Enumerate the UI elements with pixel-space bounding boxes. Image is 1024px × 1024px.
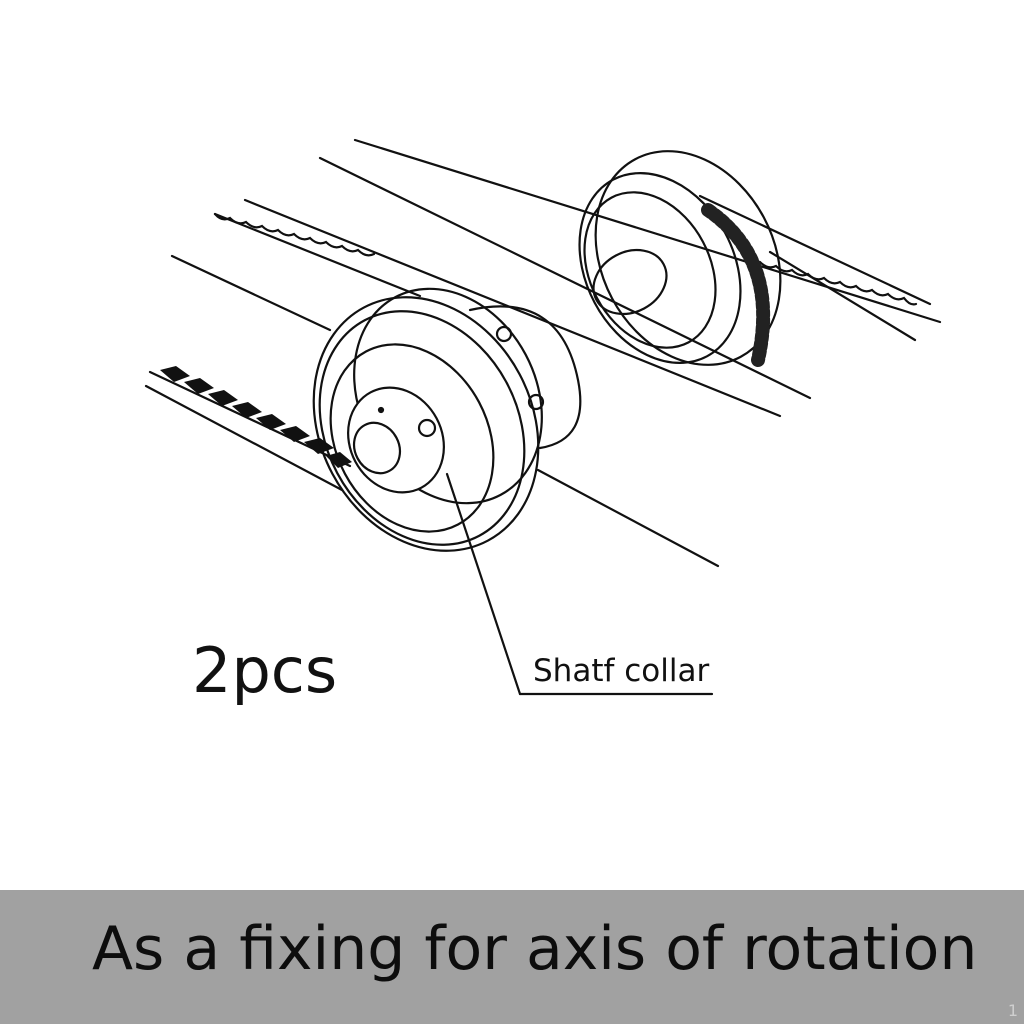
rail-lines [170, 138, 942, 568]
banner-caption: As a fixing for axis of rotation [92, 914, 978, 984]
page-number: 1 [1007, 1001, 1018, 1020]
upper-belt [213, 194, 932, 342]
pulley-belt-diagram [144, 138, 942, 696]
shaft-collar [347, 386, 445, 494]
rear-pulley [578, 150, 782, 367]
quantity-label: 2pcs [192, 634, 338, 707]
shaft-collar-label: Shatf collar [533, 653, 710, 689]
caption-banner [0, 890, 1024, 1024]
front-pulley [312, 287, 582, 552]
callout-leader [445, 472, 714, 696]
